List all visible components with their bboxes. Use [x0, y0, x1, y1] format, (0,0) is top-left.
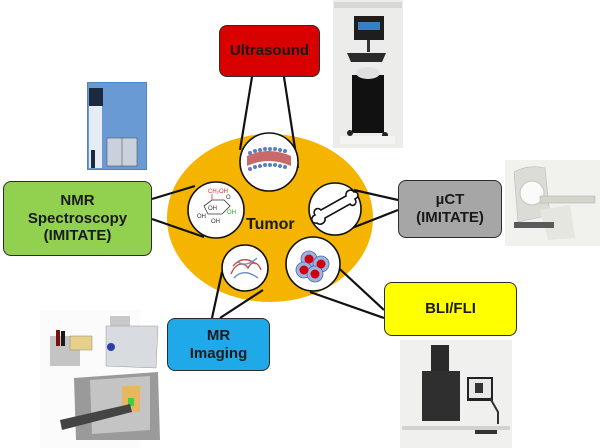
- modality-box-nmr-spectroscopy: NMR Spectroscopy (IMITATE): [3, 181, 152, 256]
- modality-box-micro-ct: µCT (IMITATE): [398, 180, 502, 238]
- glucose-label-ch2oh: CH₂OH: [208, 189, 228, 195]
- glucose-label-oh1: OH: [208, 206, 217, 212]
- optical-imager-photo: [400, 340, 512, 448]
- connector-uct-top: [353, 188, 399, 202]
- modality-box-bli-fli: BLI/FLI: [384, 282, 517, 336]
- modality-box-ultrasound: Ultrasound: [219, 25, 320, 77]
- modality-label-nmr-line2: Spectroscopy: [27, 209, 128, 227]
- blood-vessels-icon: [230, 257, 262, 279]
- connector-uct-bottom: [351, 208, 399, 230]
- cell-membrane-icon: [247, 147, 291, 171]
- glucose-molecule-icon: [203, 194, 231, 215]
- modality-label-uct-line1: µCT: [435, 191, 465, 209]
- bone-icon: [311, 189, 359, 225]
- inset-blood-vessels: [221, 244, 269, 292]
- inset-bone: [308, 182, 362, 236]
- glucose-label-oh3: OH: [227, 210, 236, 216]
- inset-tumor-cells: [285, 236, 341, 292]
- ultrasound-machine-photo: [333, 0, 403, 148]
- tumor-cells-icon: [295, 250, 330, 283]
- mri-scanner-photo: [40, 310, 160, 448]
- ct-scanner-photo: [505, 160, 600, 246]
- modality-label-nmr-line3: (IMITATE): [43, 227, 112, 245]
- connector-nmr-top: [151, 184, 196, 201]
- tumor-label: Tumor: [246, 216, 295, 233]
- nmr-spectrometer-photo: [87, 82, 147, 170]
- modality-label-ultrasound: Ultrasound: [229, 42, 310, 60]
- modality-label-uct-line2: (IMITATE): [416, 209, 484, 226]
- connector-mr-right: [219, 289, 264, 319]
- glucose-label-oh4: OH: [211, 219, 220, 225]
- glucose-label-o: O: [226, 195, 231, 201]
- modality-box-mr-imaging: MR Imaging: [167, 318, 270, 371]
- connector-mr-left: [210, 271, 224, 319]
- connector-bli-bottom: [309, 290, 385, 320]
- glucose-label-oh2: OH: [197, 214, 206, 220]
- modality-label-nmr-line1: NMR: [60, 191, 95, 209]
- connector-lines: [151, 76, 399, 320]
- modality-label-mr-line1: MR: [206, 326, 231, 344]
- inset-glucose: CH₂OH O OH OH OH OH: [187, 181, 245, 239]
- connector-ultrasound-left: [238, 76, 254, 151]
- inset-cell-membrane: [239, 132, 299, 192]
- connector-nmr-bottom: [151, 217, 205, 239]
- modality-label-bli: BLI/FLI: [425, 300, 476, 318]
- modality-label-mr-line2: Imaging: [189, 344, 248, 362]
